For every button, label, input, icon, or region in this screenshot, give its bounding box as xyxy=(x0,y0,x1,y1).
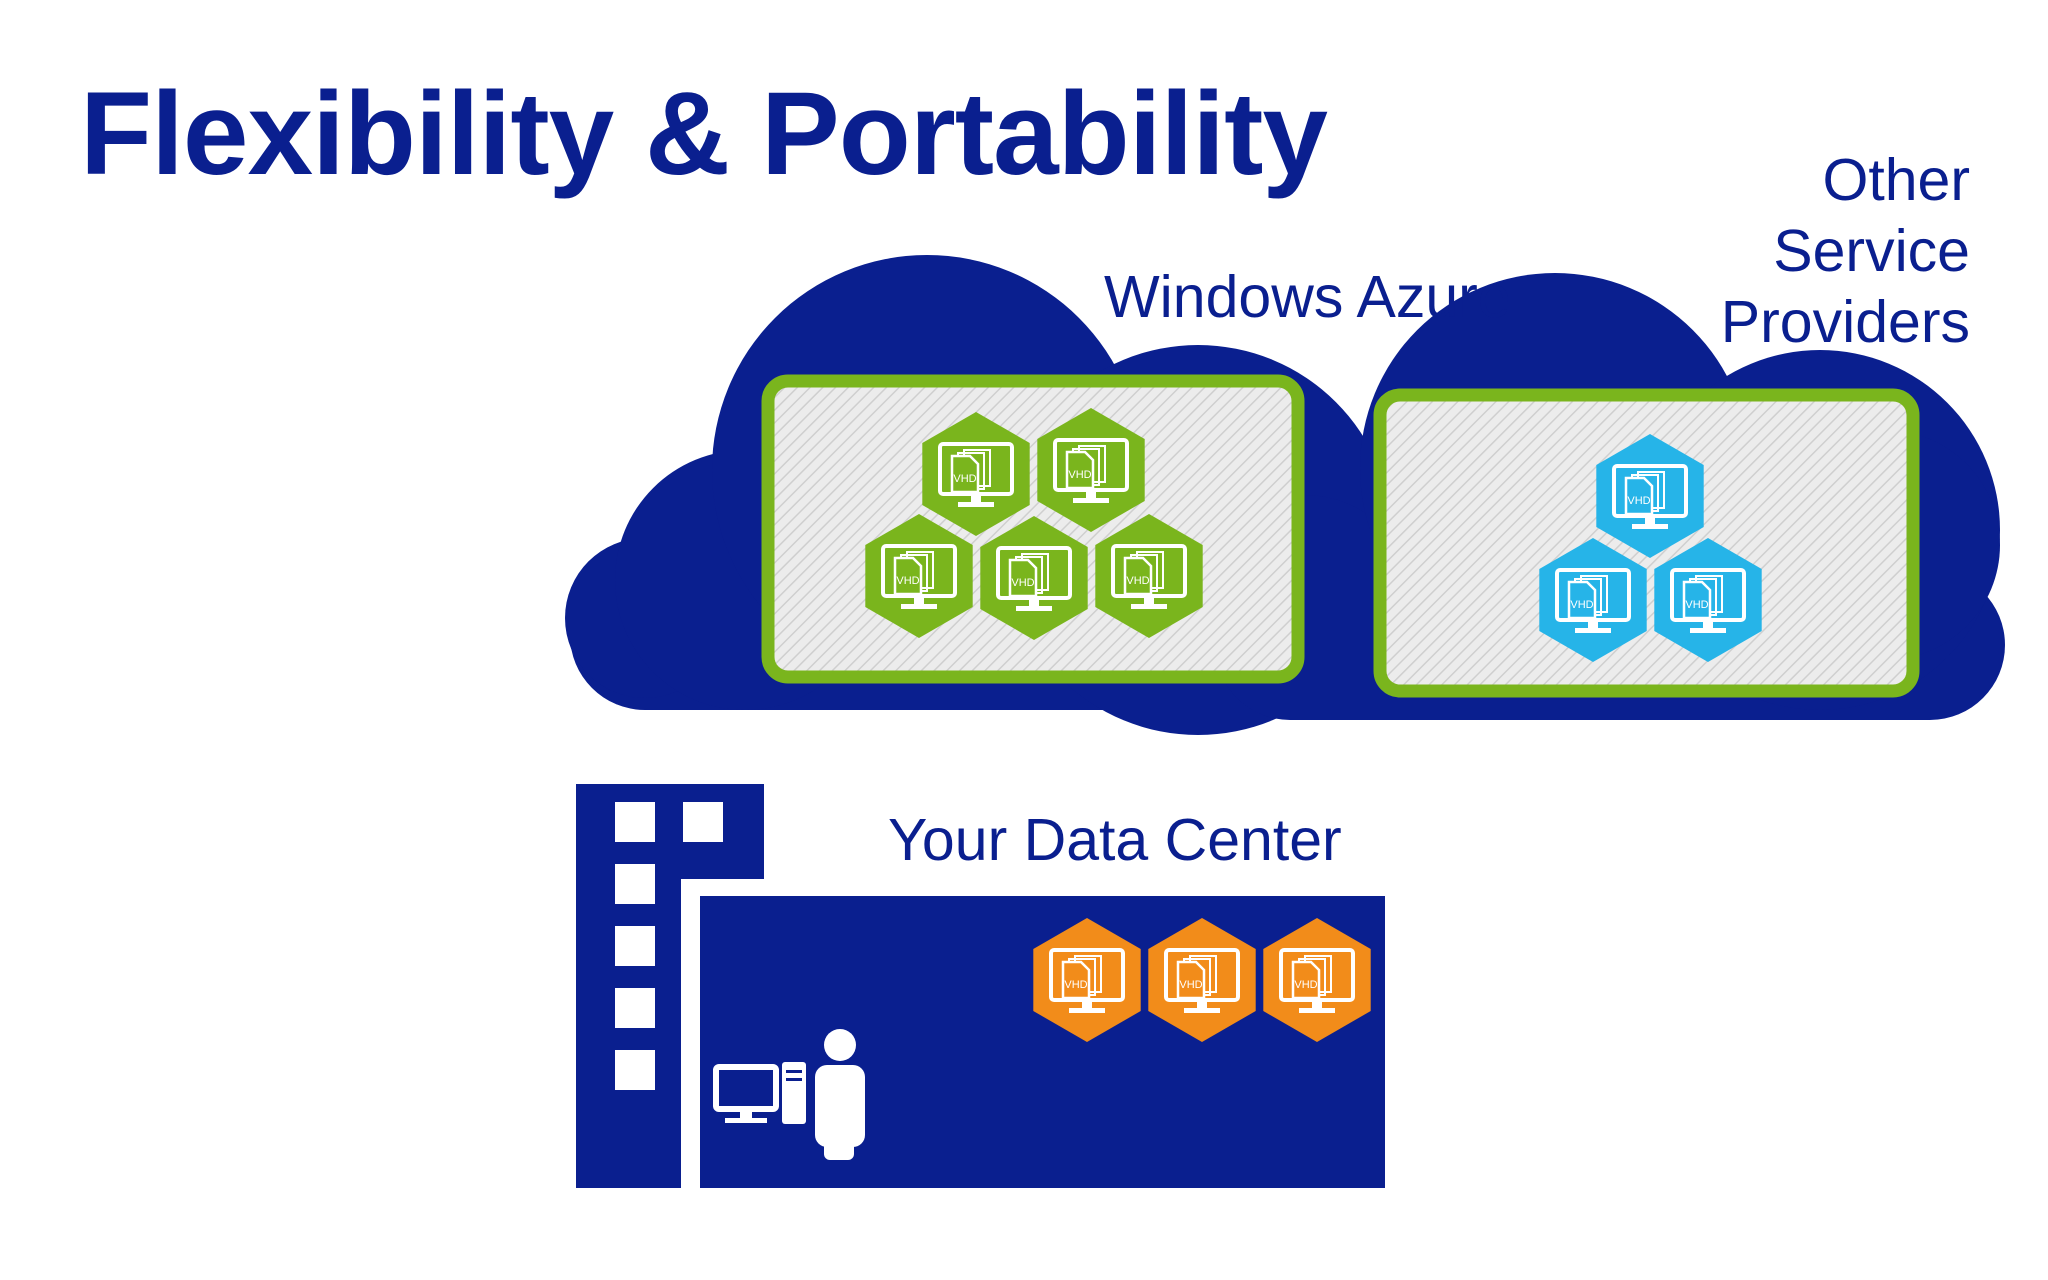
vhd-label: VHD xyxy=(1126,575,1149,587)
vm-icon-azure: VHD xyxy=(980,516,1088,640)
vm-icon-azure: VHD xyxy=(922,412,1030,536)
computer-icon xyxy=(713,1062,806,1124)
other-label-line: Other xyxy=(1822,147,1970,213)
person-icon xyxy=(815,1029,865,1160)
vm-icon-datacenter: VHD xyxy=(1263,918,1371,1042)
vm-icon-azure: VHD xyxy=(1037,408,1145,532)
vm-icon-other: VHD xyxy=(1596,434,1704,558)
vhd-label: VHD xyxy=(1685,599,1708,611)
vm-icon-azure: VHD xyxy=(1095,514,1203,638)
vhd-label: VHD xyxy=(1294,979,1317,991)
vm-icon-other: VHD xyxy=(1539,538,1647,662)
vhd-label: VHD xyxy=(1179,979,1202,991)
slide-title: Flexibility & Portability xyxy=(80,68,1328,200)
vhd-label: VHD xyxy=(1627,495,1650,507)
vm-icon-datacenter: VHD xyxy=(1148,918,1256,1042)
vhd-label: VHD xyxy=(1570,599,1593,611)
azure-cloud-label: Windows Azure xyxy=(1104,264,1511,330)
other-label-line: Service xyxy=(1773,218,1970,284)
vhd-label: VHD xyxy=(896,575,919,587)
vhd-label: VHD xyxy=(1068,469,1091,481)
vhd-label: VHD xyxy=(1064,979,1087,991)
other-label-line: Providers xyxy=(1720,289,1970,355)
vm-icon-datacenter: VHD xyxy=(1033,918,1141,1042)
other-providers-label: Other Service Providers xyxy=(1721,145,1970,358)
datacenter-label: Your Data Center xyxy=(888,807,1342,873)
vm-icon-azure: VHD xyxy=(865,514,973,638)
vm-icon-other: VHD xyxy=(1654,538,1762,662)
building-windows xyxy=(615,802,723,1090)
vhd-label: VHD xyxy=(953,473,976,485)
vhd-label: VHD xyxy=(1011,577,1034,589)
